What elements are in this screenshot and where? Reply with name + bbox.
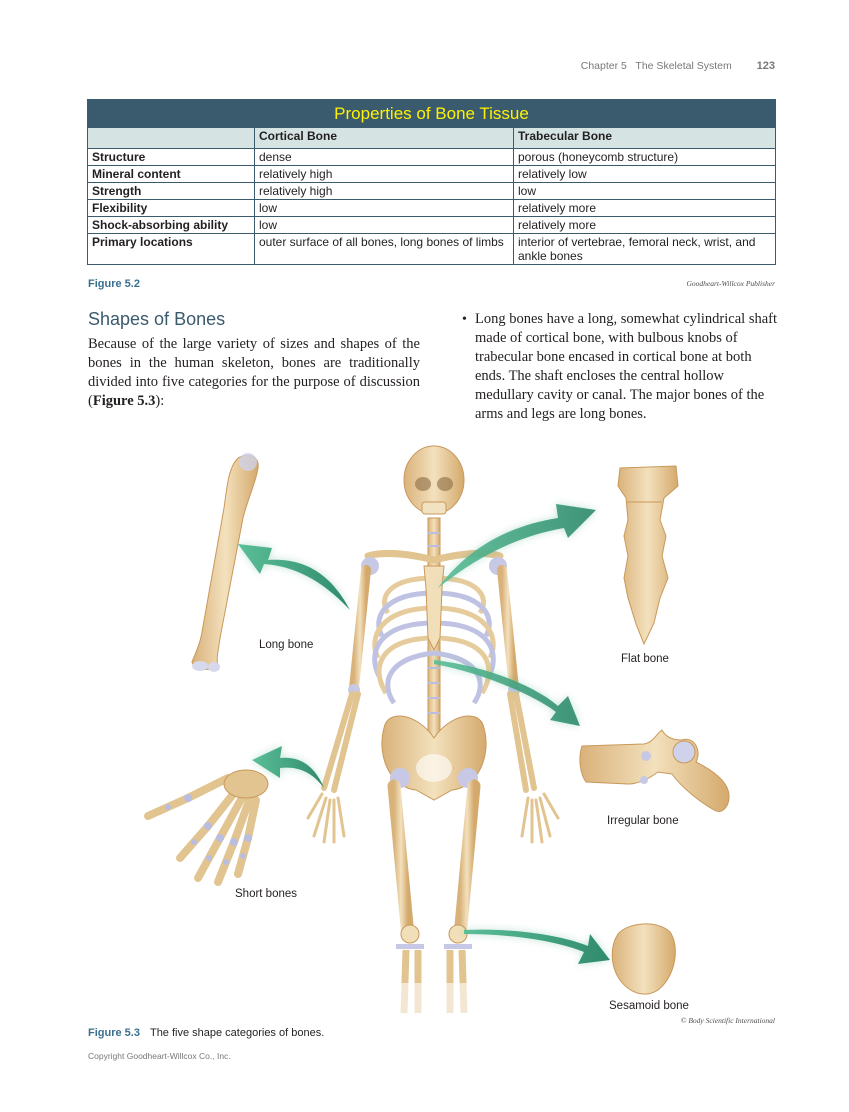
row-label: Flexibility (87, 199, 255, 217)
table-row: Strength relatively high low (87, 182, 777, 200)
figure-credit: © Body Scientific International (680, 1016, 775, 1025)
table-row: Flexibility low relatively more (87, 199, 777, 217)
sesamoid-bone-label: Sesamoid bone (609, 1000, 689, 1012)
flat-bone-image (617, 465, 679, 646)
row-label: Shock-absorbing ability (87, 216, 255, 234)
bone-shapes-figure: Long bone Flat bone Irregular bone Short… (88, 438, 776, 1018)
trabecular-cell: interior of vertebrae, femoral neck, wri… (512, 233, 777, 265)
trabecular-cell: relatively low (512, 165, 777, 183)
page-number: 123 (756, 60, 775, 72)
short-bones-image (144, 769, 269, 886)
bone-properties-table: Properties of Bone Tissue Cortical Bone … (86, 99, 777, 265)
table-credit: Goodheart-Willcox Publisher (686, 279, 775, 288)
intro-text-end: ): (155, 393, 165, 409)
table-row: Mineral content relatively high relative… (87, 165, 777, 183)
cortical-cell: dense (254, 148, 514, 166)
trabecular-cell: relatively more (512, 216, 777, 234)
row-label: Structure (87, 148, 255, 166)
long-bone-image (191, 453, 259, 672)
trabecular-cell: relatively more (512, 199, 777, 217)
chapter-title: Chapter 5 The Skeletal System (580, 60, 732, 72)
figure-5-2-label: Figure 5.2 (88, 278, 140, 290)
copyright-footer: Copyright Goodheart-Willcox Co., Inc. (88, 1051, 231, 1061)
table-row: Shock-absorbing ability low relatively m… (87, 216, 777, 234)
cortical-cell: relatively high (254, 165, 514, 183)
column-header-cortical: Cortical Bone (254, 127, 514, 149)
cortical-cell: low (254, 216, 514, 234)
section-heading: Shapes of Bones (88, 309, 226, 329)
row-label: Mineral content (87, 165, 255, 183)
figure-caption: Figure 5.3 The five shape categories of b… (88, 1027, 324, 1039)
running-head: Chapter 5 The Skeletal System 123 (581, 60, 775, 72)
skeleton-illustration (144, 445, 730, 1018)
table-column-header-row: Cortical Bone Trabecular Bone (87, 127, 777, 149)
caption-text: The five shape categories of bones. (149, 1027, 325, 1039)
column-header-empty (87, 127, 255, 149)
trabecular-cell: porous (honeycomb structure) (512, 148, 777, 166)
flat-bone-label: Flat bone (621, 653, 669, 665)
cortical-cell: relatively high (254, 182, 514, 200)
sesamoid-bone-image (611, 923, 676, 995)
trabecular-cell: low (512, 182, 777, 200)
long-bone-label: Long bone (259, 639, 314, 651)
intro-text: Because of the large variety of sizes an… (88, 336, 420, 409)
table-row: Structure dense porous (honeycomb struct… (87, 148, 777, 166)
skeleton-image (306, 445, 560, 1018)
long-bones-bullet: Long bones have a long, somewhat cylindr… (475, 311, 778, 422)
short-bones-label: Short bones (235, 888, 298, 900)
column-header-trabecular: Trabecular Bone (512, 127, 777, 149)
irregular-bone-label: Irregular bone (607, 815, 679, 827)
irregular-bone-image (579, 729, 730, 812)
cortical-cell: outer surface of all bones, long bones o… (254, 233, 514, 265)
table-row: Primary locations outer surface of all b… (87, 233, 777, 265)
figure-reference[interactable]: Figure 5.3 (92, 393, 156, 409)
cortical-cell: low (254, 199, 514, 217)
row-label: Primary locations (87, 233, 255, 265)
intro-paragraph: Because of the large variety of sizes an… (88, 335, 420, 411)
table-title: Properties of Bone Tissue (86, 99, 777, 128)
row-label: Strength (87, 182, 255, 200)
figure-number: Figure 5.3 (88, 1027, 140, 1039)
bullet-icon: • (462, 312, 467, 327)
